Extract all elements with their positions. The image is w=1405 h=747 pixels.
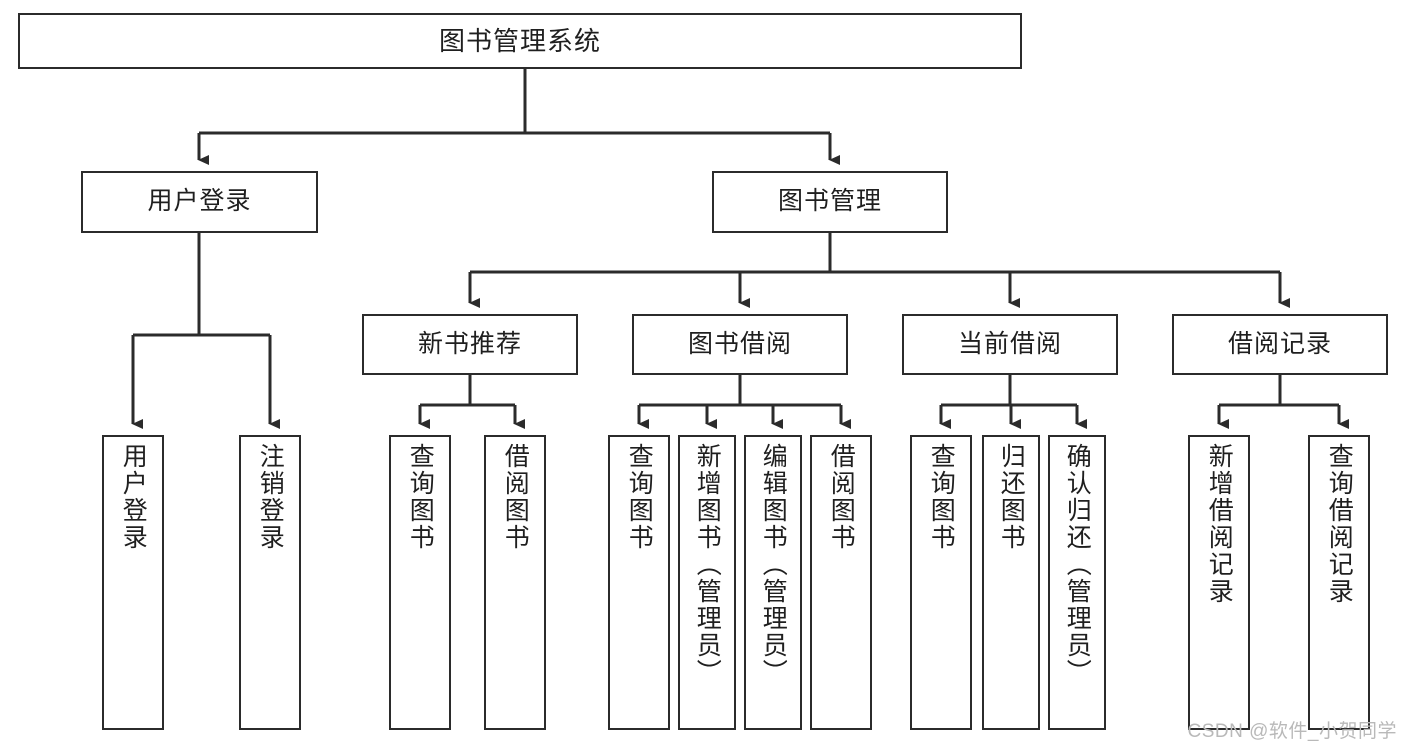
node-leaf-user-login[interactable]: 用户登录 bbox=[102, 435, 164, 730]
node-leaf-query-book-2[interactable]: 查询图书 bbox=[608, 435, 670, 730]
node-leaf-confirm-return-admin-label: 确认归还（管理员） bbox=[1063, 443, 1092, 686]
node-book-manage-label: 图书管理 bbox=[777, 187, 882, 216]
node-leaf-confirm-return-admin[interactable]: 确认归还（管理员） bbox=[1048, 435, 1106, 730]
node-leaf-query-borrow-record[interactable]: 查询借阅记录 bbox=[1308, 435, 1370, 730]
node-current-borrow[interactable]: 当前借阅 bbox=[902, 314, 1118, 375]
node-leaf-user-login-label: 用户登录 bbox=[119, 443, 148, 551]
node-leaf-query-book-2-label: 查询图书 bbox=[625, 443, 654, 551]
node-user-login-label: 用户登录 bbox=[147, 187, 252, 216]
node-book-borrow[interactable]: 图书借阅 bbox=[632, 314, 848, 375]
node-new-book-recommend-label: 新书推荐 bbox=[417, 329, 522, 358]
node-leaf-borrow-book-1-label: 借阅图书 bbox=[501, 443, 530, 551]
node-root-label: 图书管理系统 bbox=[438, 25, 601, 56]
node-leaf-edit-book-admin[interactable]: 编辑图书（管理员） bbox=[744, 435, 802, 730]
watermark: CSDN @软件_小贺同学 bbox=[1187, 721, 1397, 742]
node-leaf-logout-login[interactable]: 注销登录 bbox=[239, 435, 301, 730]
node-book-manage[interactable]: 图书管理 bbox=[712, 171, 948, 233]
node-leaf-borrow-book-1[interactable]: 借阅图书 bbox=[484, 435, 546, 730]
node-book-borrow-label: 图书借阅 bbox=[687, 329, 792, 358]
node-leaf-borrow-book-2[interactable]: 借阅图书 bbox=[810, 435, 872, 730]
node-leaf-add-book-admin-label: 新增图书（管理员） bbox=[693, 443, 722, 686]
node-current-borrow-label: 当前借阅 bbox=[957, 329, 1062, 358]
node-leaf-add-borrow-record[interactable]: 新增借阅记录 bbox=[1188, 435, 1250, 730]
node-leaf-query-book-3[interactable]: 查询图书 bbox=[910, 435, 972, 730]
node-new-book-recommend[interactable]: 新书推荐 bbox=[362, 314, 578, 375]
node-leaf-logout-login-label: 注销登录 bbox=[256, 443, 285, 551]
node-leaf-query-book-1-label: 查询图书 bbox=[406, 443, 435, 551]
node-leaf-query-book-1[interactable]: 查询图书 bbox=[389, 435, 451, 730]
node-leaf-query-book-3-label: 查询图书 bbox=[927, 443, 956, 551]
node-user-login[interactable]: 用户登录 bbox=[81, 171, 318, 233]
node-borrow-record[interactable]: 借阅记录 bbox=[1172, 314, 1388, 375]
node-leaf-borrow-book-2-label: 借阅图书 bbox=[827, 443, 856, 551]
node-leaf-add-borrow-record-label: 新增借阅记录 bbox=[1205, 443, 1234, 605]
node-leaf-return-book[interactable]: 归还图书 bbox=[982, 435, 1040, 730]
node-leaf-add-book-admin[interactable]: 新增图书（管理员） bbox=[678, 435, 736, 730]
node-leaf-return-book-label: 归还图书 bbox=[997, 443, 1026, 551]
node-leaf-edit-book-admin-label: 编辑图书（管理员） bbox=[759, 443, 788, 686]
node-root[interactable]: 图书管理系统 bbox=[18, 13, 1022, 69]
node-borrow-record-label: 借阅记录 bbox=[1227, 329, 1332, 358]
node-leaf-query-borrow-record-label: 查询借阅记录 bbox=[1325, 443, 1354, 605]
